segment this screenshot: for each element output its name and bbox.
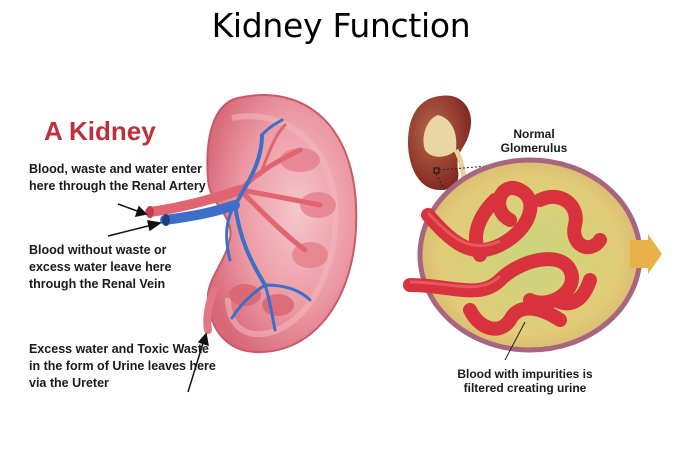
renal-vein-label: Blood without waste or excess water leav… xyxy=(29,243,172,291)
renal-artery-label: Blood, waste and water enter here throug… xyxy=(29,162,206,193)
kidney-illustration xyxy=(145,94,358,354)
glomerulus-label: Normal Glomerulus xyxy=(500,127,568,155)
page-title: Kidney Function xyxy=(211,6,471,45)
ureter-label: Excess water and Toxic Waste in the form… xyxy=(29,342,216,390)
kidney-heading: A Kidney xyxy=(44,116,156,146)
small-kidney-illustration xyxy=(408,95,501,201)
filtration-label: Blood with impurities is filtered creati… xyxy=(457,367,593,395)
glomerulus-illustration xyxy=(403,157,662,361)
pointer-arrows xyxy=(107,203,209,393)
